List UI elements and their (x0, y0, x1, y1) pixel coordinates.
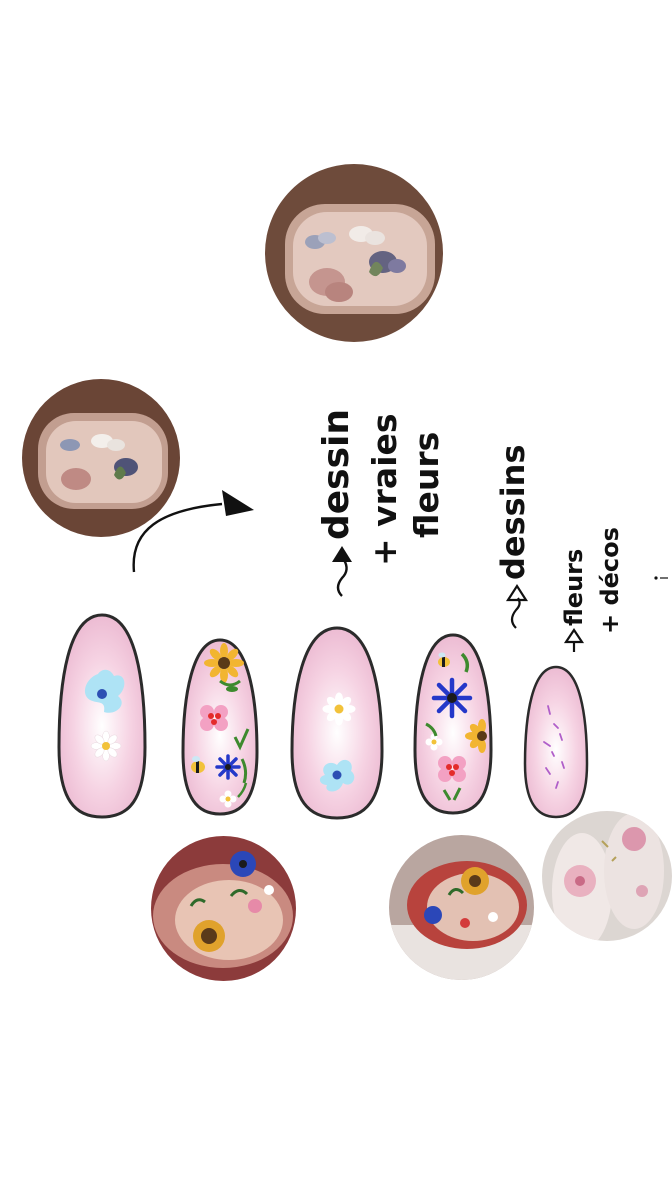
cornflower-icon (215, 754, 241, 780)
label-3-line-2: + décos (596, 527, 624, 634)
label-fleurs-decos: fleurs (560, 549, 588, 652)
ink-dot (654, 576, 658, 580)
photo-pressed-flower-nail-small (22, 379, 180, 537)
photo-flower-deco-nails (542, 811, 672, 941)
daisy-icon (425, 733, 443, 751)
nail-sketch-4 (412, 632, 494, 816)
arrow-right-icon (332, 546, 352, 597)
blue-flower-icon (84, 669, 125, 713)
daisy-icon (322, 692, 356, 726)
glitter-deco-icon (543, 705, 565, 789)
nail-sketch-4-drawing (413, 633, 493, 815)
arrow-right-icon (563, 628, 585, 652)
daisy-icon (90, 730, 122, 762)
nail-sketch-5 (522, 664, 590, 820)
label-dessin-vraies-fleurs: dessin (316, 409, 357, 597)
bee-icon (438, 652, 450, 667)
label-1-line-3: fleurs (407, 432, 446, 538)
photo-painted-flower-nail-1 (151, 836, 296, 981)
label-dessins: dessins (494, 445, 532, 629)
cornflower-icon (431, 677, 473, 719)
label-2: dessins (494, 445, 532, 581)
blue-flower-icon (319, 759, 355, 792)
bee-icon (191, 756, 205, 773)
nail-sketch-2 (180, 637, 260, 817)
nail-sketch-3-drawing (290, 626, 384, 820)
pressed-flower-nail-image (22, 379, 180, 537)
curved-arrow-icon (132, 490, 254, 573)
sunflower-icon (204, 643, 244, 683)
nail-sketch-5-drawing (523, 665, 589, 819)
nail-sketch-3 (289, 625, 385, 821)
pink-flower-icon (200, 705, 228, 731)
pink-flower-icon (438, 756, 466, 782)
label-1-line-2: + vraies (365, 413, 404, 566)
label-3-line-1: fleurs (560, 549, 588, 626)
pressed-flower-nail-image (265, 164, 443, 342)
daisy-icon (219, 790, 237, 808)
flower-deco-nail-image (542, 811, 672, 941)
photo-pressed-flower-nail-large (265, 164, 443, 342)
photo-painted-flower-nail-2 (389, 835, 534, 980)
arrow-right-icon (505, 583, 529, 629)
nail-sketch-2-drawing (181, 638, 259, 816)
painted-flower-nail-image (151, 836, 296, 981)
sunflower-icon (465, 719, 487, 753)
nail-sketch-1-drawing (57, 613, 147, 819)
painted-flower-nail-image (389, 835, 534, 980)
label-1-line-1: dessin (316, 409, 357, 540)
nail-sketch-1 (56, 612, 148, 820)
